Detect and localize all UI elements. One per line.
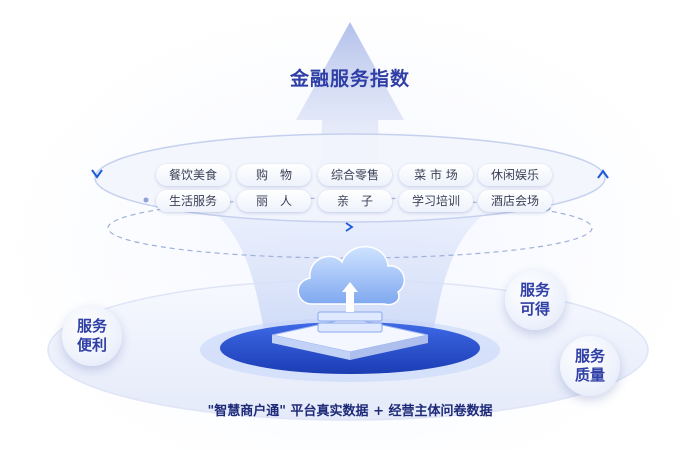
bubble-accessibility-label: 服务可得 (519, 281, 550, 318)
dashed-ring-arrow (345, 222, 354, 232)
tag-parenting: 亲 子 (318, 190, 392, 212)
server-block-1 (317, 311, 383, 322)
tag-retail: 综合零售 (318, 164, 392, 186)
ring-dot-left (143, 197, 149, 203)
bubble-quality: 服务质量 (560, 336, 620, 396)
tag-market: 菜 市 场 (399, 164, 473, 186)
ring-left-chevron (91, 169, 103, 179)
tag-leisure: 休闲娱乐 (478, 164, 552, 186)
cloud-icon (297, 246, 406, 306)
cloud-arrow-icon (342, 282, 358, 312)
diagram-title: 金融服务指数 (289, 68, 410, 90)
bubble-convenience-label: 服务便利 (76, 317, 107, 354)
bubble-convenience: 服务便利 (62, 306, 122, 366)
platform-box-side (272, 335, 350, 360)
ring-right-chevron (597, 169, 609, 179)
tag-hotel: 酒店会场 (478, 190, 552, 212)
tag-food: 餐饮美食 (156, 164, 230, 186)
platform-box-side2 (350, 335, 428, 360)
diagram-caption: "智慧商户通" 平台真实数据 + 经营主体问卷数据 (207, 404, 493, 419)
tag-training: 学习培训 (399, 190, 473, 212)
tag-life-services: 生活服务 (156, 190, 230, 212)
bubble-quality-label: 服务质量 (574, 347, 605, 384)
tag-shopping: 购 物 (237, 164, 311, 186)
bubble-accessibility: 服务可得 (505, 270, 565, 330)
tag-beauty: 丽 人 (237, 190, 311, 212)
server-block-2 (317, 322, 383, 333)
